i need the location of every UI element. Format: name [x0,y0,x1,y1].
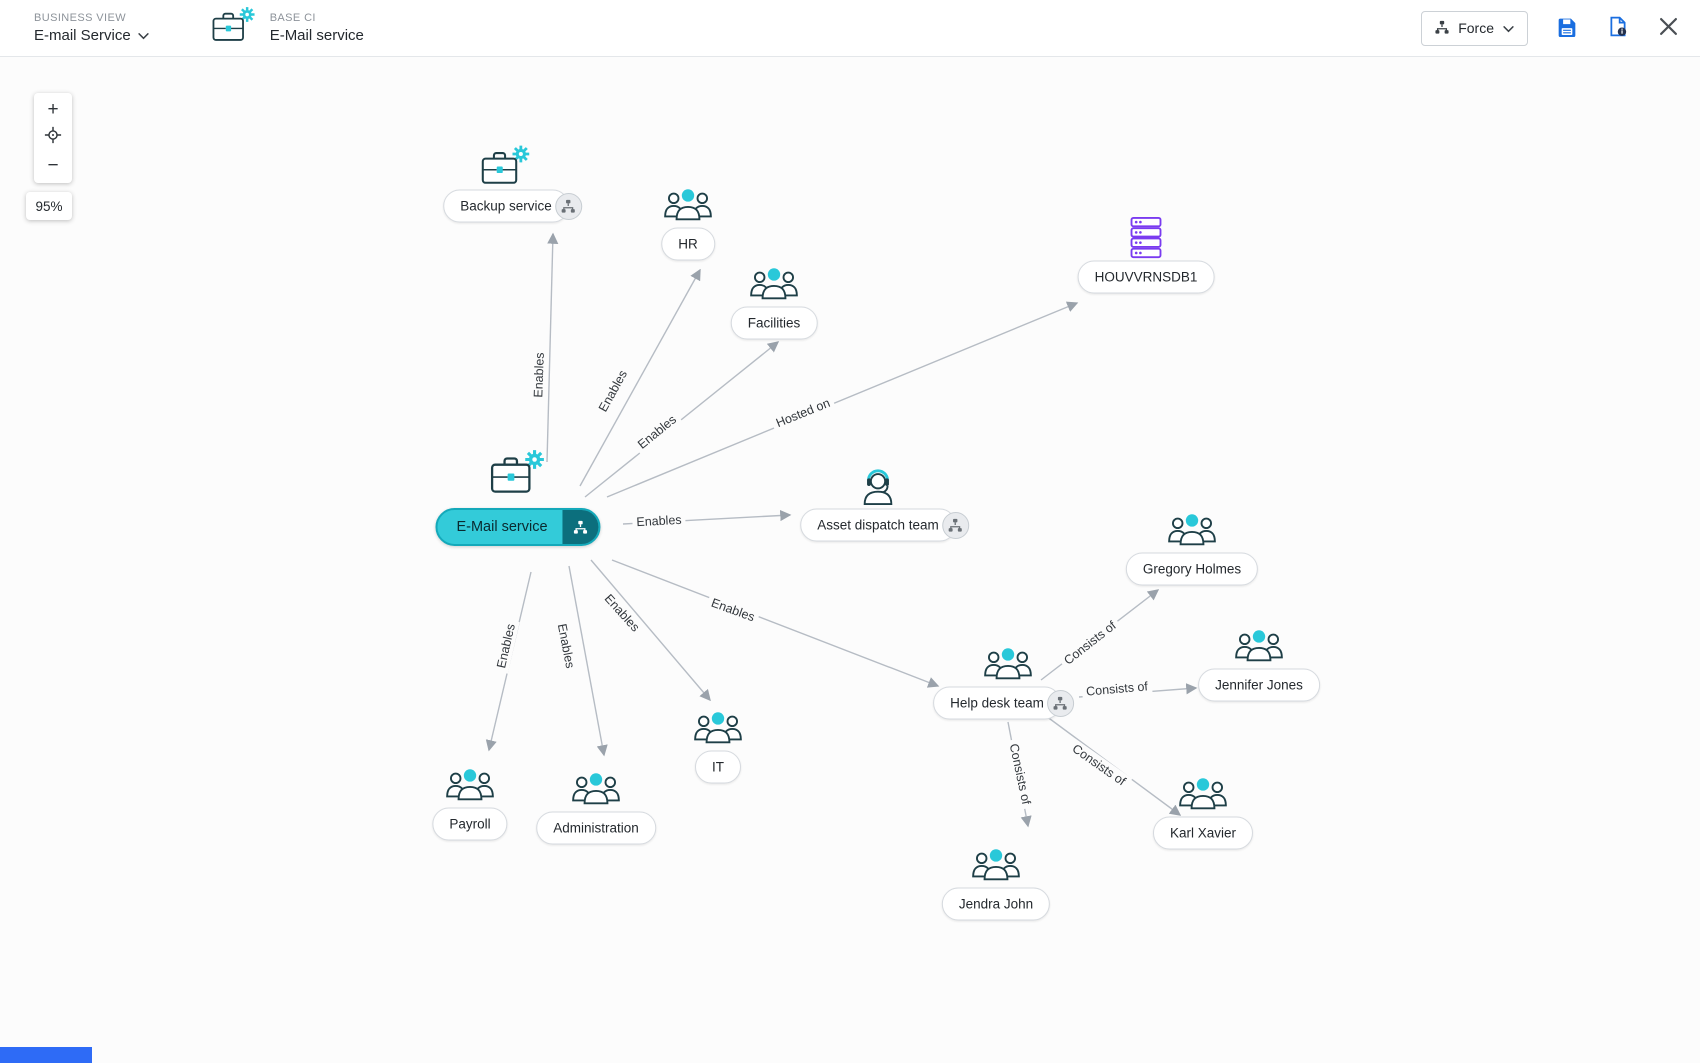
team-icon [693,708,743,748]
team-icon [571,769,621,809]
edge-email-service-backup-service [546,232,559,463]
node-jendra-john[interactable]: Jendra John [941,887,1051,921]
team-icon [1178,774,1228,814]
edge-email-service-hr [579,268,701,487]
server-icon [1130,216,1162,260]
edge-label-asset-dispatch-team: Enables [632,511,686,531]
node-administration[interactable]: Administration [536,811,656,845]
edge-label-backup-service: Enables [530,348,548,402]
chevron-down-icon [1503,20,1514,36]
hierarchy-icon [1435,20,1449,37]
service-icon [489,449,547,499]
node-backup-service[interactable]: Backup service [443,189,582,223]
share-badge-icon[interactable] [1046,689,1074,717]
base-ci-label: BASE CI [269,12,316,24]
node-help-desk-team[interactable]: Help desk team [933,686,1074,720]
ci-title: E-Mail service [269,27,364,44]
agent-icon [856,466,900,506]
bottom-accent-bar [0,1047,92,1063]
service-icon [480,145,532,190]
share-badge-icon[interactable] [941,511,969,539]
fit-to-view-button[interactable] [34,124,72,152]
node-label: E-Mail service [456,519,548,535]
team-icon [1167,510,1217,550]
base-ci-block: BASE CI E-Mail service [211,6,364,51]
crosshair-icon [44,126,62,150]
export-document-button[interactable] [1606,14,1630,42]
business-view-selector[interactable]: E-mail Service [34,27,149,44]
top-header: BUSINESS VIEW E-mail Service BASE CI E-M… [0,0,1700,57]
service-icon [211,6,257,51]
edge-email-service-help-desk-team [611,559,940,688]
business-view-block: BUSINESS VIEW E-mail Service [34,12,149,44]
node-hr[interactable]: HR [661,227,715,261]
team-icon [983,644,1033,684]
chevron-down-icon [138,27,149,44]
save-button[interactable] [1555,15,1579,42]
edge-email-service-houvvrnsdb1 [606,301,1079,498]
edge-email-service-it [590,559,711,702]
node-facilities[interactable]: Facilities [730,306,818,340]
node-it[interactable]: IT [695,750,741,784]
zoom-out-button[interactable]: − [34,152,72,180]
expand-hierarchy-icon[interactable] [562,510,599,544]
close-icon [1659,17,1678,39]
document-info-icon [1608,16,1628,40]
business-view-label: BUSINESS VIEW [34,12,126,24]
team-icon [1234,626,1284,666]
node-gregory-holmes[interactable]: Gregory Holmes [1125,552,1259,586]
zoom-level-indicator: 95% [26,192,72,220]
node-email-service[interactable]: E-Mail service [435,508,601,546]
team-icon [749,264,799,304]
close-button[interactable] [1657,15,1680,41]
node-asset-dispatch-team[interactable]: Asset dispatch team [800,508,969,542]
save-icon [1557,17,1577,40]
node-karl-xavier[interactable]: Karl Xavier [1152,816,1254,850]
zoom-panel: + − [34,93,72,183]
node-payroll[interactable]: Payroll [432,807,508,841]
business-view-name: E-mail Service [34,27,131,44]
team-icon [971,845,1021,885]
layout-selector-label: Force [1458,20,1494,36]
node-houvvrnsdb1[interactable]: HOUVVRNSDB1 [1077,260,1215,294]
share-badge-icon[interactable] [554,192,582,220]
edge-email-service-administration [568,565,608,757]
zoom-in-button[interactable]: + [34,96,72,124]
node-jennifer-jones[interactable]: Jennifer Jones [1198,668,1320,702]
layout-selector-button[interactable]: Force [1421,10,1528,46]
team-icon [445,765,495,805]
team-icon [663,185,713,225]
